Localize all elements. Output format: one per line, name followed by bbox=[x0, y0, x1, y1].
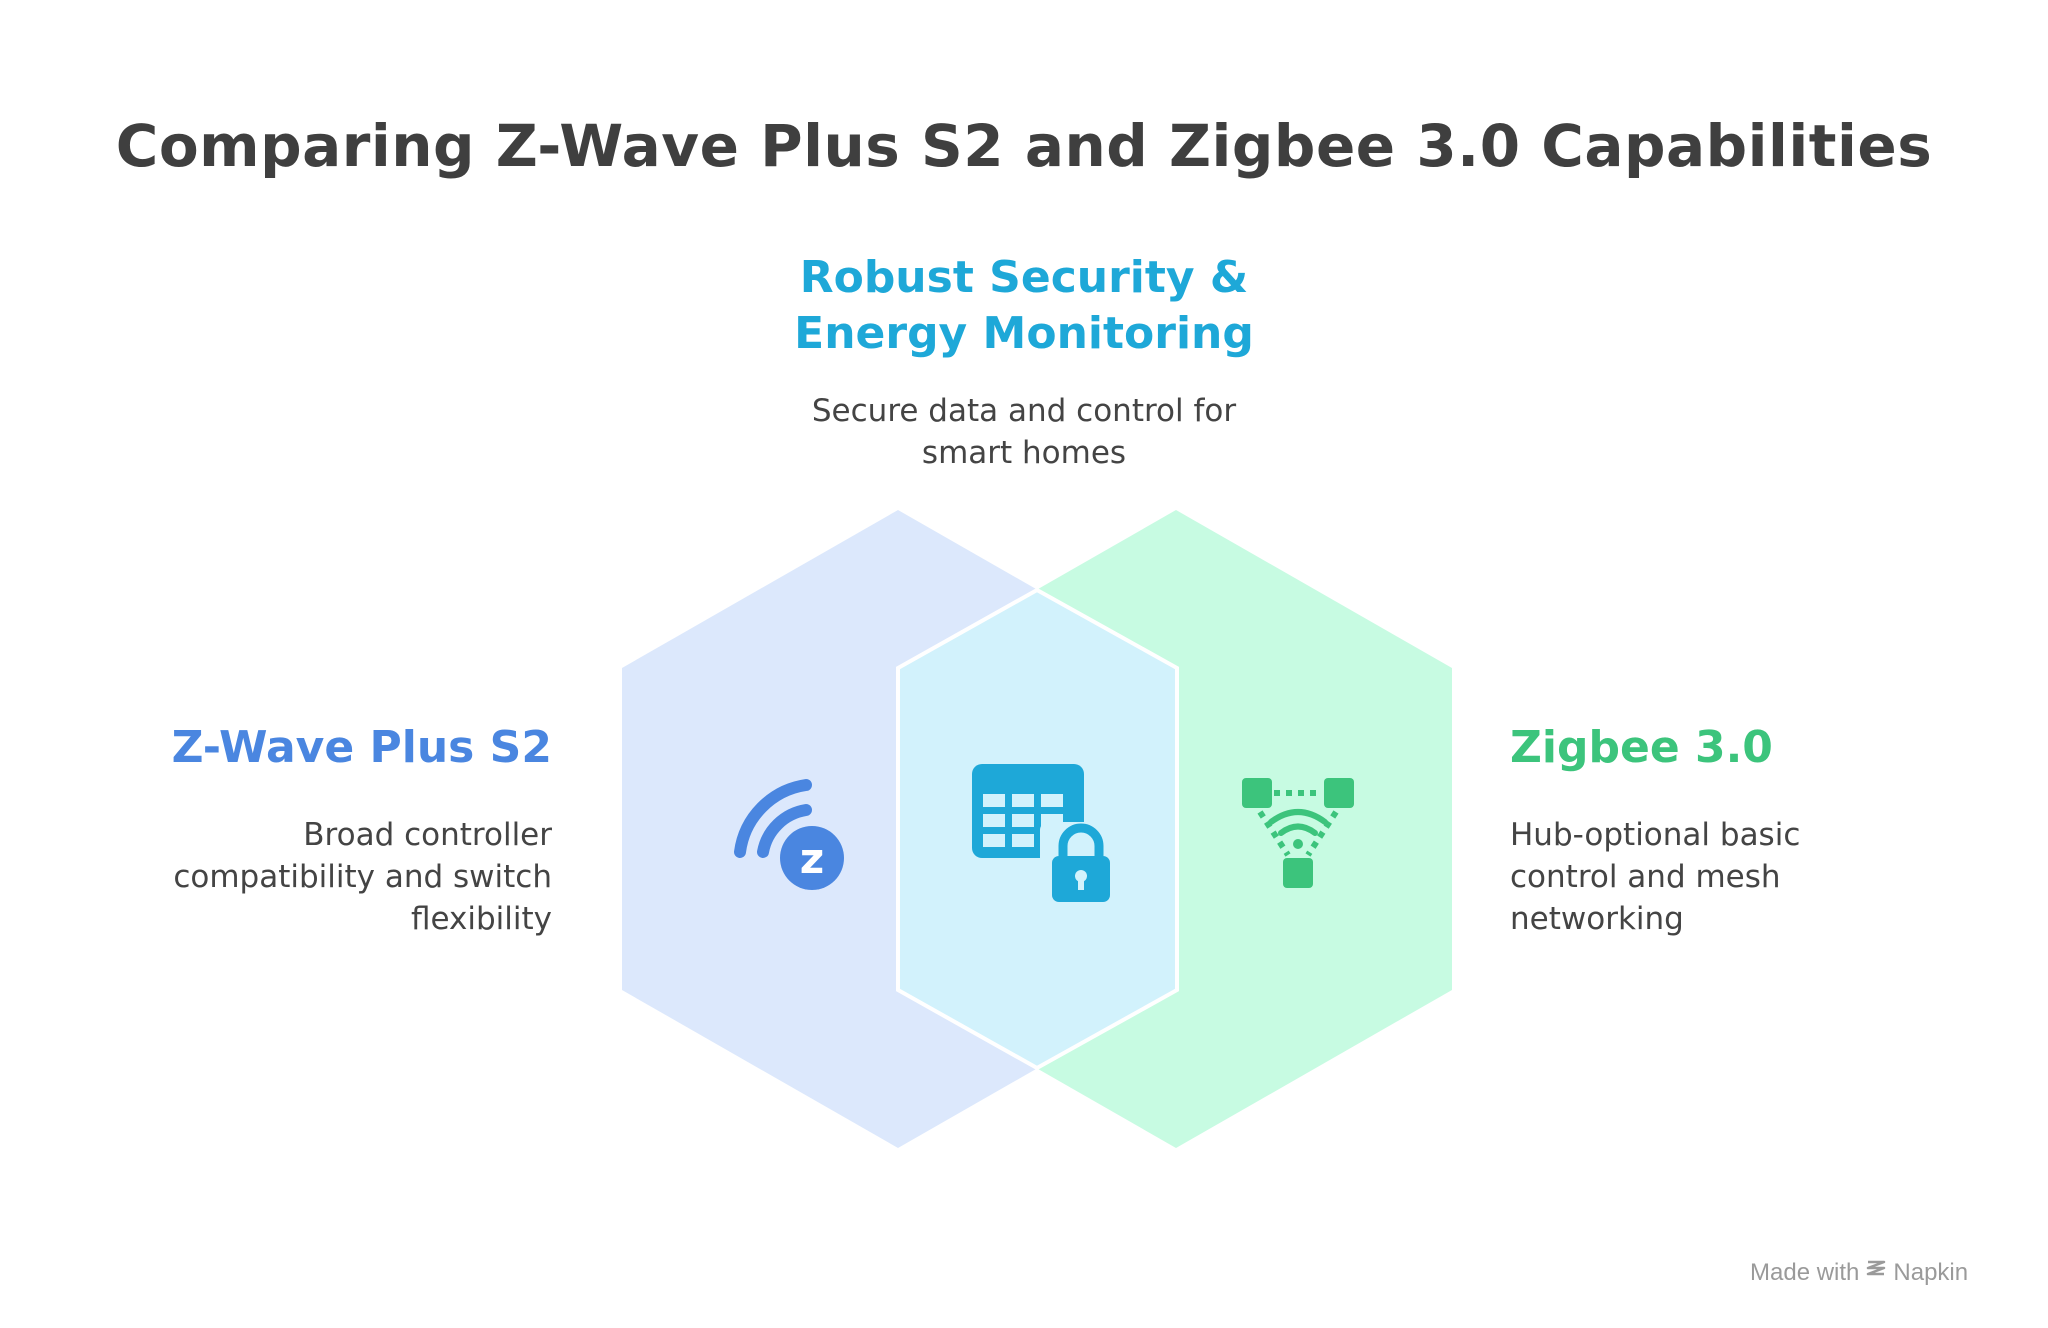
zwave-desc-line3: flexibility bbox=[410, 901, 552, 937]
zigbee-heading: Zigbee 3.0 bbox=[1510, 722, 1773, 773]
svg-text:z: z bbox=[800, 834, 824, 883]
watermark: Made with Napkin bbox=[1750, 1257, 2010, 1290]
center-description: Secure data and control for smart homes bbox=[724, 390, 1324, 474]
zwave-signal-icon: z bbox=[734, 779, 844, 890]
zigbee-desc-line3: networking bbox=[1510, 901, 1684, 937]
zwave-description: Broad controller compatibility and switc… bbox=[80, 814, 552, 940]
mesh-network-icon bbox=[1242, 778, 1354, 888]
center-desc-line1: Secure data and control for bbox=[811, 393, 1237, 429]
napkin-logo-icon bbox=[1865, 1257, 1887, 1286]
center-heading: Robust Security & Energy Monitoring bbox=[624, 250, 1424, 362]
center-heading-line2: Energy Monitoring bbox=[794, 308, 1254, 359]
zigbee-desc-line1: Hub-optional basic bbox=[1510, 817, 1801, 853]
center-heading-line1: Robust Security & bbox=[799, 252, 1249, 303]
zigbee-description: Hub-optional basic control and mesh netw… bbox=[1510, 814, 1940, 940]
page-title: Comparing Z-Wave Plus S2 and Zigbee 3.0 … bbox=[115, 112, 1933, 180]
watermark-brand: Napkin bbox=[1893, 1258, 1969, 1286]
watermark-prefix: Made with bbox=[1750, 1258, 1860, 1286]
zwave-desc-line1: Broad controller bbox=[303, 817, 552, 853]
zigbee-desc-line2: control and mesh bbox=[1510, 859, 1781, 895]
zwave-heading: Z-Wave Plus S2 bbox=[171, 722, 552, 773]
table-lock-icon bbox=[972, 764, 1120, 902]
zwave-desc-line2: compatibility and switch bbox=[173, 859, 552, 895]
center-desc-line2: smart homes bbox=[921, 435, 1127, 471]
